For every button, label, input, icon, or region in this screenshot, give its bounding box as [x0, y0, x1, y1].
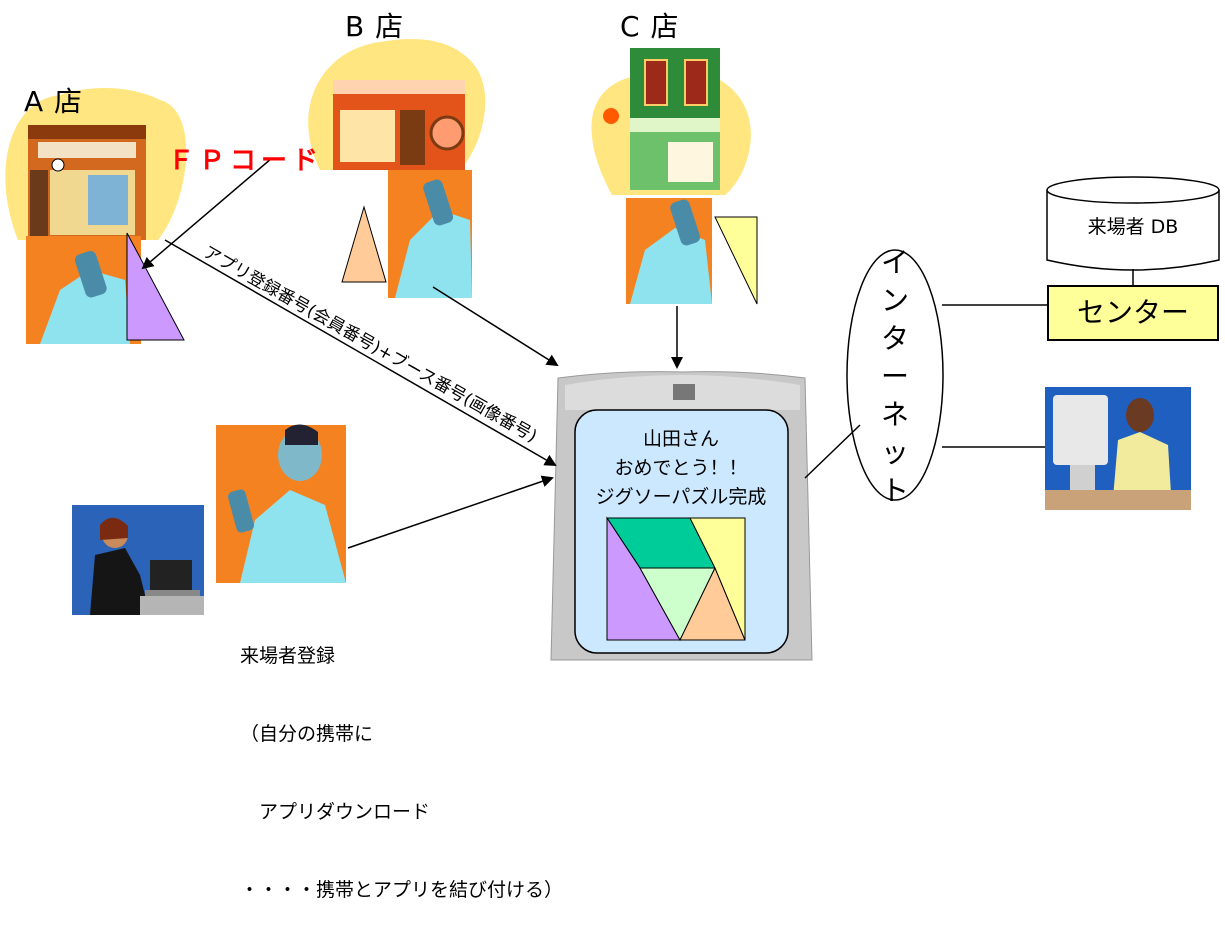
store-a-label: A 店	[24, 85, 84, 118]
registration-line-4: ・・・・携帯とアプリを結び付ける）	[240, 879, 564, 901]
yellow-triangle-piece	[714, 216, 758, 305]
store-c-label: C 店	[620, 10, 680, 43]
store-b-phone-photo	[388, 170, 472, 298]
store-c-phone-photo	[626, 198, 712, 304]
completed-puzzle	[606, 516, 746, 642]
store-a-phone-photo	[26, 236, 141, 344]
registration-line-2: （自分の携帯に	[240, 723, 374, 745]
store-a-illustration	[5, 88, 187, 241]
fp-code-label: ＦＰコード	[168, 146, 324, 176]
internet-char: イ	[880, 246, 909, 279]
phone-screen-line-1: 山田さん	[642, 428, 719, 450]
arrow-fp-to-triangle	[141, 157, 273, 270]
woman-laptop-photo	[72, 505, 204, 615]
internet-char: ト	[880, 474, 909, 507]
internet-ellipse	[846, 249, 944, 501]
man-computer-photo	[1045, 387, 1191, 510]
registration-line-1: 来場者登録	[240, 645, 336, 667]
peach-triangle-piece	[341, 205, 387, 283]
arrow-visitor-to-phone	[347, 475, 554, 549]
internet-label: イ ン タ ー ネ ッ ト	[879, 244, 911, 510]
line-phone-to-internet	[804, 424, 861, 479]
phone-screen-line-3: ジグソーパズル完成	[595, 486, 767, 508]
store-b-label: B 店	[345, 10, 405, 43]
puzzle-piece-yellow	[689, 517, 746, 641]
internet-char: ン	[880, 284, 909, 317]
internet-char: ー	[880, 360, 909, 393]
connectors	[141, 157, 1134, 549]
database-label: 来場者 DB	[1087, 216, 1179, 238]
phone-screen-line-2: おめでとう！！	[614, 457, 748, 479]
purple-triangle-piece	[126, 232, 185, 341]
arrow-storeb-to-phone	[432, 286, 559, 367]
store-b-illustration	[308, 39, 486, 170]
internet-char: ッ	[880, 436, 909, 469]
center-box: センター	[1047, 285, 1219, 341]
registration-text: 来場者登録 （自分の携帯に アプリダウンロード ・・・・携帯とアプリを結び付ける…	[240, 591, 563, 929]
internet-char: ネ	[880, 398, 909, 431]
arrow-storea-to-phone	[164, 239, 557, 466]
visitor-phone-photo	[216, 424, 346, 583]
registration-line-3: アプリダウンロード	[240, 801, 431, 823]
store-c-illustration	[591, 48, 751, 195]
phone-screen-message: 山田さん おめでとう！！ ジグソーパズル完成	[586, 425, 776, 512]
diagram-canvas	[5, 39, 1220, 661]
internet-char: タ	[880, 322, 909, 355]
